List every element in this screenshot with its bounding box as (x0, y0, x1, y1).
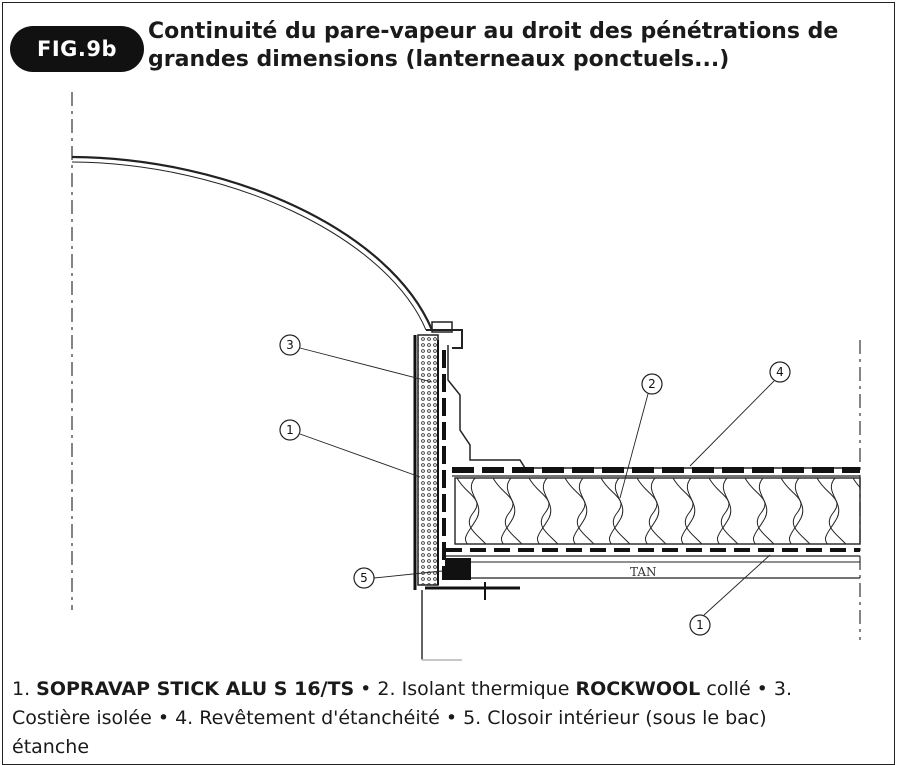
callout-5: 5 (360, 571, 368, 585)
legend-caption: 1. SOPRAVAP STICK ALU S 16/TS • 2. Isola… (12, 675, 882, 762)
product-rockwool: ROCKWOOL (575, 678, 701, 700)
callout-4-circle (769, 361, 791, 383)
figure-title-line-2: grandes dimensions (lanterneaux ponctuel… (148, 47, 730, 72)
tan-label: TAN (630, 565, 657, 579)
figure-title-line-1: Continuité du pare-vapeur au droit des p… (148, 19, 839, 44)
insulation-board (454, 477, 861, 545)
callout-1b-circle (689, 614, 711, 636)
dome-flange (426, 329, 463, 349)
callout-2-circle (641, 373, 663, 395)
caption-line-1: 1. SOPRAVAP STICK ALU S 16/TS • 2. Isola… (12, 678, 793, 700)
caption-line-2: Costière isolée • 4. Revêtement d'étanch… (12, 707, 767, 729)
callout-1: 1 (286, 423, 294, 437)
interior-closure (445, 558, 471, 580)
callout-1b: 1 (696, 618, 704, 632)
callout-3-circle (279, 334, 301, 356)
callout-1-circle (279, 419, 301, 441)
product-sopravap: SOPRAVAP STICK ALU S 16/TS (36, 678, 355, 700)
figure-title: Continuité du pare-vapeur au droit des p… (148, 18, 868, 74)
callout-4: 4 (776, 365, 784, 379)
caption-line-3: étanche (12, 736, 90, 758)
dome-curve (71, 155, 434, 331)
flashing (447, 345, 860, 469)
callout-3: 3 (286, 338, 294, 352)
figure-badge: FIG.9b (10, 26, 144, 72)
callout-2: 2 (648, 377, 656, 391)
